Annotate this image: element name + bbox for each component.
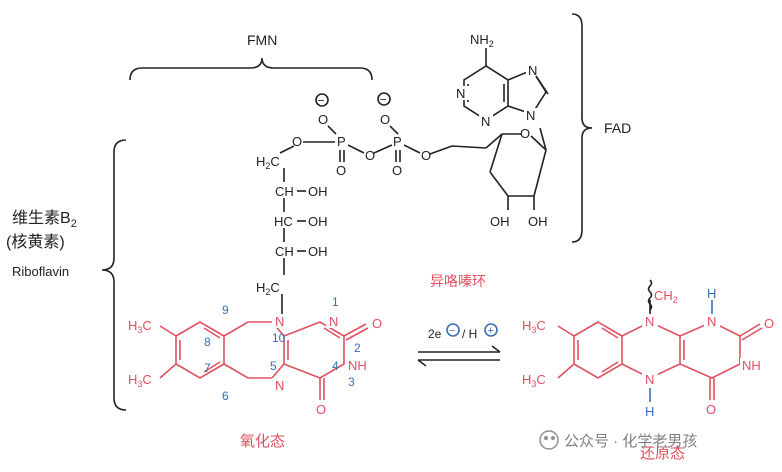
svg-text:NH2: NH2 [470, 32, 494, 49]
svg-text:O: O [520, 126, 530, 141]
svg-text:N: N [645, 314, 654, 329]
ribose-ring: O OH OH [485, 126, 548, 229]
svg-text:−: − [449, 325, 455, 337]
riboflavin-en-label: Riboflavin [12, 264, 69, 279]
fad-label: FAD [604, 120, 631, 136]
vitamin-b2-label: 维生素B2 [12, 209, 77, 230]
oxidized-flavin: O O N N N NH H3C H3C 1 2 3 4 5 6 7 8 9 1… [128, 295, 382, 417]
svg-text:NH: NH [348, 358, 367, 373]
svg-text:N: N [275, 378, 284, 393]
svg-text:O: O [392, 163, 402, 178]
svg-text:O: O [292, 134, 302, 149]
svg-text:O: O [316, 402, 326, 417]
svg-text:1: 1 [332, 295, 339, 309]
svg-text:H3C: H3C [522, 318, 546, 335]
svg-text:P: P [337, 134, 346, 149]
svg-text:O: O [706, 402, 716, 417]
ribityl-chain: H2C CH OH HC OH CH OH H2C [256, 145, 328, 316]
svg-text:N: N [526, 108, 535, 123]
svg-text:3: 3 [348, 375, 355, 389]
svg-text:2: 2 [354, 341, 361, 355]
svg-text:10: 10 [272, 331, 286, 345]
svg-text:N: N [275, 314, 284, 329]
svg-text:N: N [645, 372, 654, 387]
svg-text:NH: NH [742, 358, 761, 373]
svg-text:P: P [393, 134, 402, 149]
svg-text:−: − [380, 93, 387, 107]
svg-text:H3C: H3C [128, 318, 152, 335]
svg-text:HC: HC [274, 214, 293, 229]
svg-text:O: O [336, 163, 346, 178]
svg-text:9: 9 [222, 303, 229, 317]
svg-text:CH: CH [275, 244, 294, 259]
fmn-brace [129, 57, 373, 81]
svg-text:+: + [488, 325, 494, 337]
fad-brace [571, 13, 593, 243]
svg-text:5: 5 [270, 359, 277, 373]
svg-text:H2C: H2C [256, 280, 280, 297]
equilibrium-arrows [417, 345, 501, 367]
svg-text:O: O [318, 112, 328, 127]
svg-text:N: N [528, 63, 537, 78]
svg-text:H: H [707, 286, 716, 301]
riboflavin-brace [101, 139, 127, 411]
adenine-ring: NH2 N N N N [454, 32, 549, 129]
svg-text:N: N [707, 314, 716, 329]
watermark: 公众号 · 化学老男孩 [539, 430, 697, 450]
svg-text:CH: CH [275, 184, 294, 199]
reaction-conditions: 2e − / H + [428, 323, 498, 341]
fmn-label: FMN [247, 32, 277, 48]
svg-text:H2C: H2C [256, 154, 280, 171]
svg-text:4: 4 [332, 359, 339, 373]
svg-text:O: O [421, 148, 431, 163]
svg-text:O: O [372, 316, 382, 331]
svg-text:O: O [764, 316, 774, 331]
svg-text:CH2: CH2 [654, 288, 678, 305]
svg-text:8: 8 [204, 335, 211, 349]
isoalloxazine-label: 异咯嗪环 [430, 273, 486, 289]
reduced-label: 还原态 [640, 445, 685, 462]
svg-text:2e: 2e [428, 327, 442, 341]
svg-text:OH: OH [528, 214, 548, 229]
reduced-flavin: CH2 O O N N N NH H H H3C H3C [522, 279, 774, 419]
svg-text:7: 7 [204, 361, 211, 375]
svg-text:−: − [318, 94, 325, 108]
svg-text:N: N [329, 314, 338, 329]
svg-text:N: N [481, 114, 490, 129]
svg-text:OH: OH [308, 214, 328, 229]
oxidized-label: 氧化态 [240, 433, 285, 450]
svg-text:H3C: H3C [522, 372, 546, 389]
svg-text:O: O [365, 148, 375, 163]
phosphate-chain: − − O O O P O P O O O [292, 92, 487, 178]
riboflavin-cn-label: (核黄素) [6, 233, 65, 251]
svg-text:N: N [456, 86, 465, 101]
svg-text:H3C: H3C [128, 372, 152, 389]
svg-text:/ H: / H [462, 327, 477, 341]
svg-text:OH: OH [490, 214, 510, 229]
svg-text:OH: OH [308, 244, 328, 259]
svg-text:OH: OH [308, 184, 328, 199]
svg-text:H: H [645, 404, 654, 419]
svg-text:6: 6 [222, 389, 229, 403]
svg-text:O: O [380, 112, 390, 127]
svg-text:公众号 · 化学老男孩: 公众号 · 化学老男孩 [564, 433, 697, 450]
